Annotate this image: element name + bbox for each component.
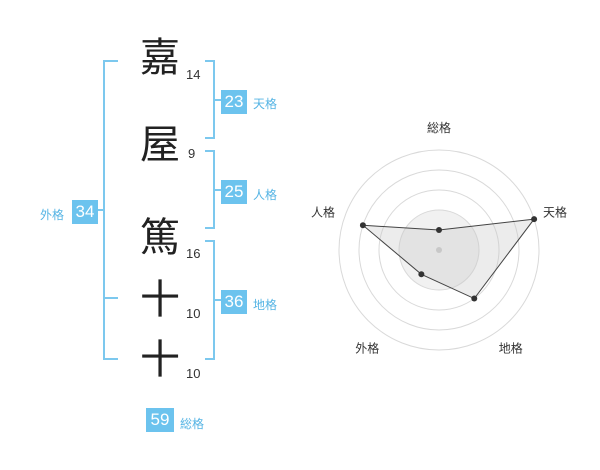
radar-point-5 <box>359 222 366 229</box>
tenkaku-label: 天格 <box>253 97 278 111</box>
name-char-2: 屋 <box>140 122 180 168</box>
radar-center <box>436 247 442 253</box>
stroke-count-5: 10 <box>186 366 201 381</box>
name-char-1: 嘉 <box>140 35 180 81</box>
radar-axis-label-2: 天格 <box>543 204 567 219</box>
gaikaku-badge: 34 <box>72 200 98 224</box>
gaikaku-label: 外格 <box>40 208 65 222</box>
radar-point-4 <box>418 271 425 278</box>
stroke-count-3: 16 <box>186 246 201 261</box>
jinkaku-label: 人格 <box>253 188 278 202</box>
name-char-4: 十 <box>140 277 180 323</box>
soukaku-label: 総格 <box>180 417 205 431</box>
name-char-5: 十 <box>140 337 180 383</box>
radar-axis-label-5: 人格 <box>311 204 335 219</box>
radar-ring <box>338 149 540 351</box>
radar-point-3 <box>471 295 478 302</box>
radar-area <box>361 218 536 300</box>
stroke-count-1: 14 <box>186 67 201 82</box>
name-char-3: 篤 <box>140 215 180 261</box>
stroke-count-4: 10 <box>186 306 201 321</box>
tenkaku-badge: 23 <box>221 90 247 114</box>
radar-point-2 <box>531 216 538 223</box>
radar-axis-label-3: 地格 <box>499 341 523 356</box>
chikaku-label: 地格 <box>253 298 278 312</box>
radar-ring <box>378 189 500 311</box>
stroke-count-2: 9 <box>188 146 196 161</box>
radar-point-1 <box>436 227 442 233</box>
chikaku-badge: 36 <box>221 290 247 314</box>
radar-ring <box>358 169 520 331</box>
radar-axis-label-1: 総格 <box>427 120 451 135</box>
soukaku-badge: 59 <box>146 408 174 432</box>
radar-axis-label-4: 外格 <box>355 341 379 356</box>
jinkaku-badge: 25 <box>221 180 247 204</box>
